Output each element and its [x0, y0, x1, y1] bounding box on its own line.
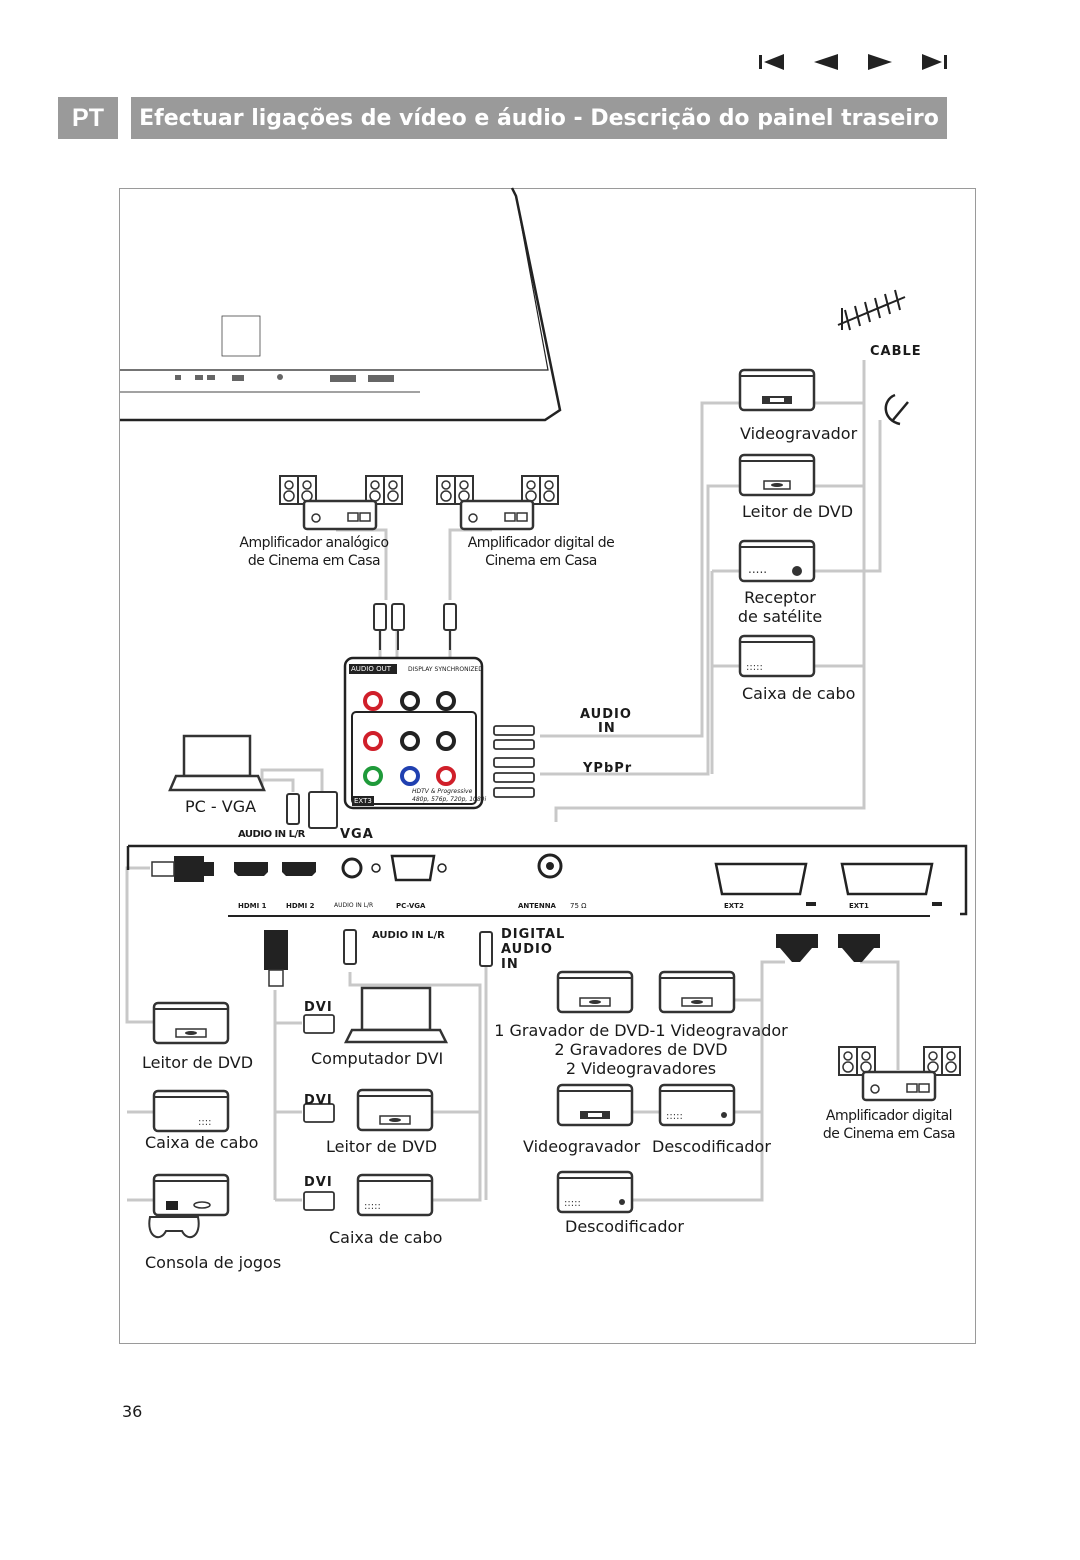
- dvd-recorder[interactable]: [556, 970, 634, 1014]
- ext3-label: EXT3: [354, 797, 372, 805]
- dvi-label-2: DVI: [304, 1093, 333, 1108]
- digital-audio-label: AUDIO: [501, 942, 553, 957]
- vcr-label: Videogravador: [740, 424, 858, 443]
- bottom-amp-label-1: Amplificador digital: [825, 1108, 953, 1124]
- digital-home-cinema-amplifier-bottom[interactable]: [838, 1046, 961, 1102]
- scart-plugs: [776, 934, 880, 962]
- vga-label: VGA: [340, 827, 374, 842]
- decoder-device-2[interactable]: :::::: [556, 1170, 634, 1214]
- dvi-computer-label: Computador DVI: [311, 1049, 444, 1068]
- game-console[interactable]: [148, 1173, 230, 1239]
- svg-text::::::: :::::: [666, 1111, 683, 1122]
- audio-in-label: AUDIO: [580, 707, 632, 722]
- hdtv-label: HDTV & Progressive: [412, 788, 473, 795]
- antenna-icon: [837, 289, 906, 331]
- previous-page-icon[interactable]: [810, 50, 842, 74]
- digital-amp-label-2: Cinema em Casa: [485, 553, 597, 569]
- cable-box-label: Caixa de cabo: [742, 684, 856, 703]
- ypbpr-label: YPbPr: [583, 761, 633, 776]
- svg-text::::::: :::::: [746, 662, 763, 673]
- rca-plugs: [373, 603, 457, 650]
- console-label: Consola de jogos: [145, 1253, 282, 1272]
- laptop-pc-vga[interactable]: [168, 734, 266, 792]
- cable-box-middle[interactable]: :::::: [356, 1173, 434, 1217]
- analog-amp-label-1: Amplificador analógico: [239, 535, 389, 551]
- rca-cable-plugs: [493, 725, 535, 798]
- audio-in-lr-label-bottom: AUDIO IN L/R: [372, 930, 445, 941]
- dvi-computer[interactable]: [343, 986, 449, 1044]
- svg-text::::::: :::::: [564, 1198, 581, 1209]
- rear-panel: [126, 844, 968, 917]
- hdmi1-label: HDMI 1: [238, 902, 267, 910]
- dvi-label-3: DVI: [304, 1175, 333, 1190]
- audio-plug-bottom: [343, 929, 493, 967]
- dvi-label-1: DVI: [304, 1000, 333, 1015]
- middle-dvd-label: Leitor de DVD: [326, 1137, 438, 1156]
- recorder-line-2: 2 Gravadores de DVD: [554, 1040, 728, 1059]
- audio-in-lr-label-top: AUDIO IN L/R: [238, 829, 305, 840]
- bottom-amp-label-2: de Cinema em Casa: [822, 1126, 956, 1142]
- satellite-label-1: Receptor: [744, 588, 816, 607]
- decoder-device[interactable]: :::::: [658, 1083, 736, 1127]
- audio-in-label-2: IN: [598, 721, 616, 736]
- decoder-label: Descodificador: [652, 1137, 771, 1156]
- left-dvd-label: Leitor de DVD: [142, 1053, 254, 1072]
- diagram-frame: [119, 188, 976, 1344]
- first-page-icon[interactable]: [756, 50, 788, 74]
- ext2-label: EXT2: [724, 902, 744, 910]
- vcr-device-top[interactable]: [738, 368, 816, 412]
- satellite-dish-icon: [884, 393, 909, 426]
- page-number: 36: [122, 1402, 143, 1421]
- dvi-plugs: [303, 1014, 335, 1211]
- connection-lines: [125, 360, 900, 1202]
- cable-box-device-top[interactable]: :::::: [738, 634, 816, 678]
- hdmi2-label: HDMI 2: [286, 902, 315, 910]
- dvd-label: Leitor de DVD: [742, 502, 854, 521]
- recorder-line-1: 1 Gravador de DVD-1 Videogravador: [494, 1021, 788, 1040]
- middle-cable-box-label: Caixa de cabo: [329, 1228, 443, 1247]
- audio-out-label: AUDIO OUT: [351, 665, 392, 673]
- analog-home-cinema-amplifier[interactable]: [279, 475, 403, 531]
- svg-text::::::: :::::: [364, 1201, 381, 1212]
- analog-amp-label-2: de Cinema em Casa: [247, 553, 381, 569]
- digital-label: DIGITAL: [501, 927, 566, 942]
- page-navigation: [756, 50, 950, 74]
- svg-text:::::: ::::: [198, 1117, 211, 1128]
- cable-box-left[interactable]: ::::: [152, 1089, 230, 1133]
- dvd-device-top[interactable]: [738, 453, 816, 497]
- satellite-label-2: de satélite: [737, 607, 823, 626]
- ohm-label: 75 Ω: [570, 902, 587, 910]
- left-cable-box-label: Caixa de cabo: [145, 1133, 259, 1152]
- svg-text:.....: .....: [748, 562, 767, 576]
- vcr-bottom-label: Videogravador: [523, 1137, 641, 1156]
- display-sync-label: DISPLAY SYNCHRONIZED: [408, 666, 483, 673]
- dvd-player-left[interactable]: [152, 1001, 230, 1045]
- recorder-line-3: 2 Videogravadores: [565, 1059, 717, 1078]
- pcvga-port-label: PC-VGA: [396, 902, 426, 910]
- dvd-recorder-2[interactable]: [658, 970, 736, 1014]
- next-page-icon[interactable]: [864, 50, 896, 74]
- tv-outline: [120, 187, 562, 422]
- side-panel-ext3: [343, 656, 484, 810]
- hdtv-modes-label: 480p, 576p, 720p, 1080i: [412, 796, 487, 803]
- digital-amp-label-1: Amplificador digital de: [467, 535, 615, 551]
- vga-cable-plug: [286, 791, 338, 829]
- ext1-label: EXT1: [849, 902, 869, 910]
- last-page-icon[interactable]: [918, 50, 950, 74]
- pc-vga-label: PC - VGA: [185, 797, 257, 816]
- antenna-port-label: ANTENNA: [518, 902, 556, 910]
- hdmi-plug-bottom: [264, 930, 288, 987]
- vcr-bottom[interactable]: [556, 1083, 634, 1127]
- digital-home-cinema-amplifier-top[interactable]: [436, 475, 559, 531]
- audio-lr-small-label: AUDIO IN L/R: [334, 902, 374, 909]
- hdmi-plug: [151, 856, 214, 882]
- cable-label: CABLE: [870, 344, 922, 359]
- decoder-label-2: Descodificador: [565, 1217, 684, 1236]
- digital-in-label: IN: [501, 957, 519, 972]
- satellite-receiver-device[interactable]: .....: [738, 539, 816, 583]
- language-badge: PT: [58, 97, 118, 139]
- dvd-player-middle[interactable]: [356, 1088, 434, 1132]
- page-title: Efectuar ligações de vídeo e áudio - Des…: [131, 97, 947, 139]
